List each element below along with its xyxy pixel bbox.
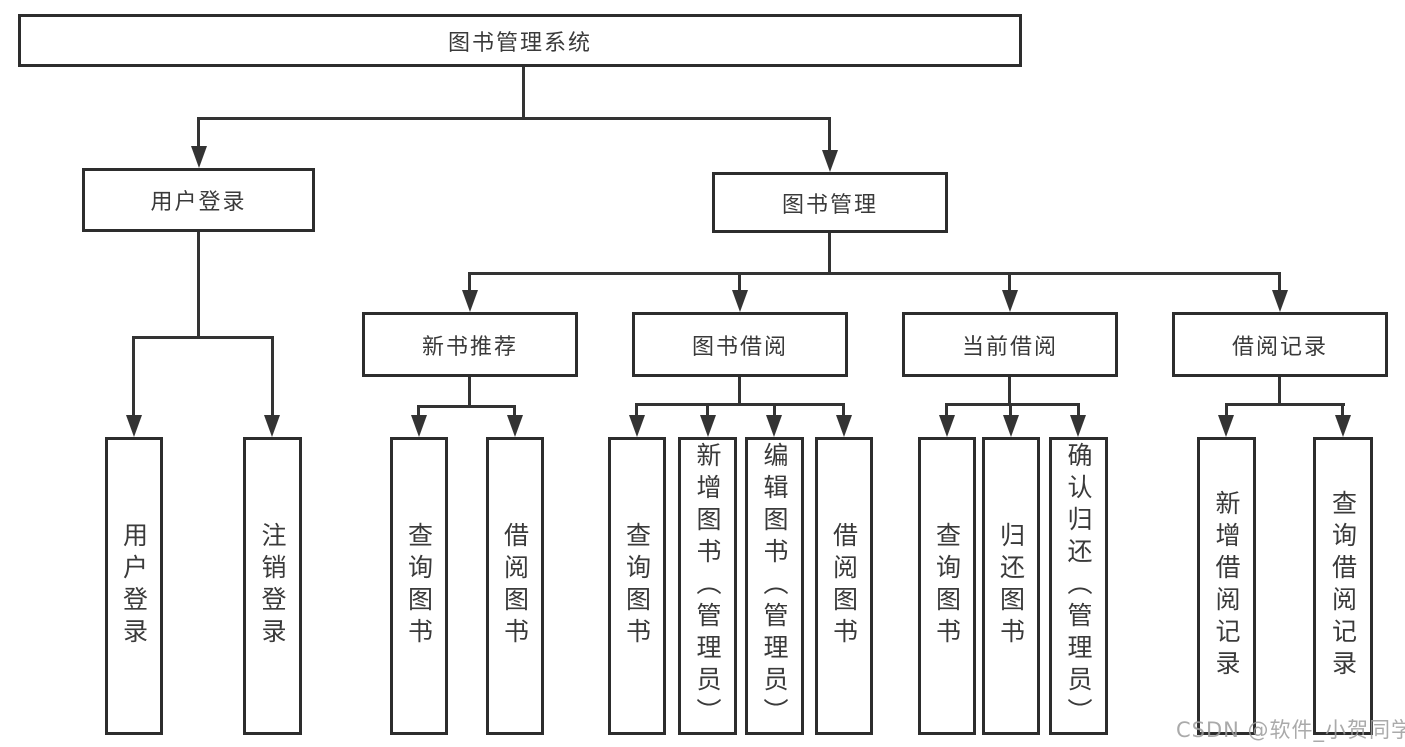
connector-borrow-records-hbar bbox=[1225, 403, 1345, 406]
arrowhead-down-icon bbox=[1003, 415, 1019, 437]
leaf-current-query-book-label: 查询图书 bbox=[932, 522, 962, 650]
arrowhead-down-icon bbox=[462, 290, 478, 312]
leaf-recommend-query-book-label: 查询图书 bbox=[404, 522, 434, 650]
connector-new-book-hbar bbox=[417, 405, 516, 408]
connector-to-book-borrow bbox=[738, 272, 741, 294]
leaf-current-query-book: 查询图书 bbox=[918, 437, 976, 735]
connector-root-stem bbox=[522, 67, 525, 120]
node-book-borrow: 图书借阅 bbox=[632, 312, 848, 377]
node-book-management-label: 图书管理 bbox=[781, 192, 878, 218]
connector-root-hbar bbox=[197, 117, 831, 120]
connector-to-borrow-records bbox=[1278, 272, 1281, 294]
node-book-management: 图书管理 bbox=[712, 172, 948, 233]
arrowhead-down-icon bbox=[411, 415, 427, 437]
leaf-logout: 注销登录 bbox=[243, 437, 302, 735]
leaf-current-confirm-return-admin-label: 确认归还（管理员） bbox=[1064, 442, 1093, 730]
arrowhead-down-icon bbox=[700, 415, 716, 437]
node-current-borrow: 当前借阅 bbox=[902, 312, 1118, 377]
connector-to-current-borrow bbox=[1008, 272, 1011, 294]
connector-leaf bbox=[842, 403, 845, 419]
connector-borrow-records-stem bbox=[1278, 377, 1281, 406]
arrowhead-down-icon bbox=[507, 415, 523, 437]
connector-leaf bbox=[635, 403, 638, 419]
arrowhead-down-icon bbox=[836, 415, 852, 437]
connector-book-borrow-stem bbox=[738, 377, 741, 406]
connector-user-login-hbar bbox=[132, 336, 274, 339]
connector-current-borrow-hbar bbox=[945, 403, 1080, 406]
node-book-borrow-label: 图书借阅 bbox=[691, 334, 788, 360]
node-user-login: 用户登录 bbox=[82, 168, 315, 232]
leaf-borrow-borrow-book-label: 借阅图书 bbox=[829, 522, 859, 650]
connector-leaf bbox=[1225, 403, 1228, 419]
node-borrow-records-label: 借阅记录 bbox=[1231, 334, 1328, 360]
connector-new-book-stem bbox=[468, 377, 471, 408]
arrowhead-down-icon bbox=[822, 150, 838, 172]
node-user-login-label: 用户登录 bbox=[150, 190, 247, 215]
arrowhead-down-icon bbox=[732, 290, 748, 312]
leaf-current-return-book-label: 归还图书 bbox=[996, 522, 1026, 650]
connector-book-management-hbar bbox=[468, 272, 1281, 275]
connector-book-management-stem bbox=[828, 233, 831, 275]
leaf-borrow-edit-book-admin: 编辑图书（管理员） bbox=[745, 437, 804, 735]
connector-to-user-login bbox=[197, 117, 200, 150]
leaf-current-return-book: 归还图书 bbox=[982, 437, 1040, 735]
leaf-record-query-record: 查询借阅记录 bbox=[1313, 437, 1373, 735]
arrowhead-down-icon bbox=[1272, 290, 1288, 312]
connector-leaf bbox=[773, 403, 776, 419]
leaf-record-add-record-label: 新增借阅记录 bbox=[1212, 490, 1241, 682]
leaf-current-confirm-return-admin: 确认归还（管理员） bbox=[1049, 437, 1108, 735]
node-root-library-system: 图书管理系统 bbox=[18, 14, 1022, 67]
arrowhead-down-icon bbox=[1335, 415, 1351, 437]
connector-to-new-book-recommend bbox=[468, 272, 471, 294]
arrowhead-down-icon bbox=[1002, 290, 1018, 312]
arrowhead-down-icon bbox=[939, 415, 955, 437]
arrowhead-down-icon bbox=[629, 415, 645, 437]
connector-leaf bbox=[1341, 403, 1344, 419]
arrowhead-down-icon bbox=[1218, 415, 1234, 437]
arrowhead-down-icon bbox=[264, 415, 280, 437]
node-borrow-records: 借阅记录 bbox=[1172, 312, 1388, 377]
leaf-borrow-add-book-admin: 新增图书（管理员） bbox=[678, 437, 737, 735]
connector-to-leaf-user-login bbox=[132, 336, 135, 419]
connector-leaf bbox=[706, 403, 709, 419]
connector-leaf bbox=[417, 405, 420, 419]
connector-to-leaf-logout bbox=[271, 336, 274, 419]
leaf-user-login-label: 用户登录 bbox=[119, 522, 149, 650]
leaf-recommend-borrow-book-label: 借阅图书 bbox=[500, 522, 530, 650]
leaf-borrow-query-book-label: 查询图书 bbox=[622, 522, 652, 650]
arrowhead-down-icon bbox=[191, 146, 207, 168]
connector-leaf bbox=[513, 405, 516, 419]
connector-leaf bbox=[1009, 403, 1012, 419]
leaf-record-add-record: 新增借阅记录 bbox=[1197, 437, 1256, 735]
leaf-recommend-borrow-book: 借阅图书 bbox=[486, 437, 544, 735]
node-current-borrow-label: 当前借阅 bbox=[961, 334, 1058, 360]
node-root-label: 图书管理系统 bbox=[447, 30, 592, 56]
connector-leaf bbox=[1077, 403, 1080, 419]
node-new-book-recommend-label: 新书推荐 bbox=[421, 334, 518, 360]
connector-book-borrow-hbar bbox=[635, 403, 845, 406]
leaf-user-login: 用户登录 bbox=[105, 437, 163, 735]
leaf-borrow-add-book-admin-label: 新增图书（管理员） bbox=[693, 442, 722, 730]
leaf-logout-label: 注销登录 bbox=[258, 522, 287, 650]
leaf-recommend-query-book: 查询图书 bbox=[390, 437, 448, 735]
leaf-borrow-query-book: 查询图书 bbox=[608, 437, 666, 735]
arrowhead-down-icon bbox=[1070, 415, 1086, 437]
connector-leaf bbox=[945, 403, 948, 419]
arrowhead-down-icon bbox=[126, 415, 142, 437]
connector-to-book-management bbox=[828, 117, 831, 150]
connector-current-borrow-stem bbox=[1008, 377, 1011, 406]
connector-user-login-stem bbox=[197, 232, 200, 339]
leaf-borrow-borrow-book: 借阅图书 bbox=[815, 437, 873, 735]
csdn-watermark: CSDN @软件_小贺同学 bbox=[1176, 718, 1405, 742]
node-new-book-recommend: 新书推荐 bbox=[362, 312, 578, 377]
leaf-borrow-edit-book-admin-label: 编辑图书（管理员） bbox=[760, 442, 789, 730]
leaf-record-query-record-label: 查询借阅记录 bbox=[1328, 490, 1358, 682]
arrowhead-down-icon bbox=[766, 415, 782, 437]
